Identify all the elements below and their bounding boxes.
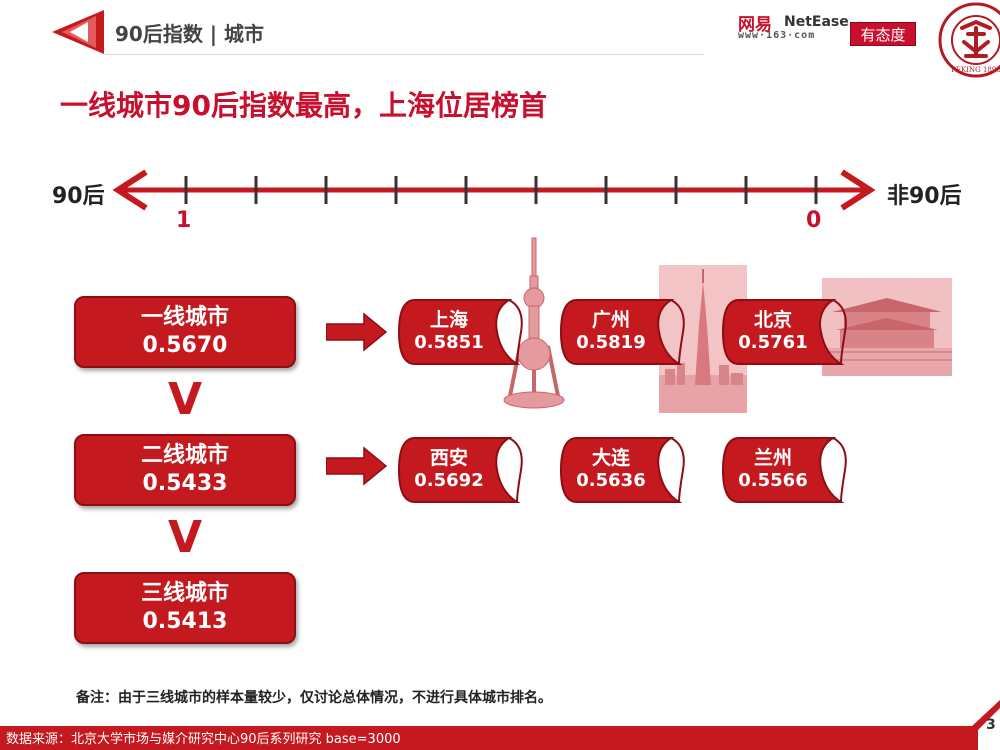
city-value: 0.5566 bbox=[738, 470, 808, 491]
city-value: 0.5761 bbox=[738, 332, 808, 353]
city-name: 西安 bbox=[429, 447, 468, 469]
scale-left-label: 90后 bbox=[52, 184, 105, 209]
scroll-banner-shape bbox=[721, 437, 847, 503]
tier-box-second: 二线城市 0.5433 bbox=[74, 434, 296, 506]
page-tab-shape bbox=[972, 700, 1000, 750]
page-number: 3 bbox=[986, 717, 996, 733]
tier-name: 一线城市 bbox=[140, 305, 229, 330]
scale-right-label: 非90后 bbox=[887, 184, 962, 209]
city-value: 0.5851 bbox=[414, 332, 484, 353]
page-section-title: 90后指数 | 城市 bbox=[115, 22, 265, 46]
tier-value: 0.5433 bbox=[142, 471, 228, 496]
scroll-banner-shape bbox=[559, 437, 685, 503]
seal-text: PEKING 1898 bbox=[951, 66, 1000, 74]
tier-separator-v: V bbox=[167, 374, 203, 425]
city-name: 兰州 bbox=[753, 447, 792, 469]
scroll-banner-shape bbox=[397, 299, 523, 365]
tier-name: 二线城市 bbox=[140, 443, 229, 468]
netease-logo-en: NetEase bbox=[784, 14, 849, 30]
youtaidu-logo: 有态度 bbox=[850, 22, 916, 46]
city-value: 0.5636 bbox=[576, 470, 646, 491]
city-card-guangzhou: 广州 0.5819 bbox=[559, 298, 685, 366]
slide-title: 一线城市90后指数最高，上海位居榜首 bbox=[60, 89, 547, 122]
header-chevron-icon bbox=[52, 10, 104, 54]
city-name: 广州 bbox=[591, 309, 630, 331]
index-scale-axis bbox=[112, 169, 876, 211]
tier-name: 三线城市 bbox=[140, 581, 229, 606]
scroll-banner-shape bbox=[559, 299, 685, 365]
netease-logo-cn: 网易 bbox=[738, 15, 772, 35]
scroll-banner-shape bbox=[721, 299, 847, 365]
oriental-pearl-tower-image bbox=[503, 237, 565, 409]
header-divider bbox=[104, 54, 704, 55]
forbidden-city-image bbox=[822, 278, 952, 376]
tier-separator-v: V bbox=[167, 512, 203, 563]
city-card-xian: 西安 0.5692 bbox=[397, 436, 523, 504]
peking-university-seal-icon: PEKING 1898 bbox=[938, 2, 1000, 78]
data-source: 数据来源：北京大学市场与媒介研究中心90后系列研究 base=3000 bbox=[6, 732, 401, 747]
scale-right-value: 0 bbox=[806, 208, 822, 233]
right-arrow-icon bbox=[326, 446, 388, 486]
tier-box-third: 三线城市 0.5413 bbox=[74, 572, 296, 644]
scroll-banner-shape bbox=[397, 437, 523, 503]
scale-left-value: 1 bbox=[176, 208, 192, 233]
city-card-shanghai: 上海 0.5851 bbox=[397, 298, 523, 366]
city-card-lanzhou: 兰州 0.5566 bbox=[721, 436, 847, 504]
right-arrow-icon bbox=[326, 312, 388, 352]
tier-box-first: 一线城市 0.5670 bbox=[74, 296, 296, 368]
city-card-dalian: 大连 0.5636 bbox=[559, 436, 685, 504]
city-name: 上海 bbox=[429, 309, 468, 331]
city-value: 0.5819 bbox=[576, 332, 646, 353]
city-value: 0.5692 bbox=[414, 470, 484, 491]
city-name: 北京 bbox=[753, 309, 792, 331]
footer-bar bbox=[0, 726, 972, 750]
tier-value: 0.5413 bbox=[142, 609, 228, 634]
city-card-beijing: 北京 0.5761 bbox=[721, 298, 847, 366]
city-name: 大连 bbox=[591, 447, 630, 469]
footnote: 备注：由于三线城市的样本量较少，仅讨论总体情况，不进行具体城市排名。 bbox=[76, 690, 552, 706]
netease-logo-url: www·163·com bbox=[738, 30, 816, 41]
tier-value: 0.5670 bbox=[142, 333, 228, 358]
